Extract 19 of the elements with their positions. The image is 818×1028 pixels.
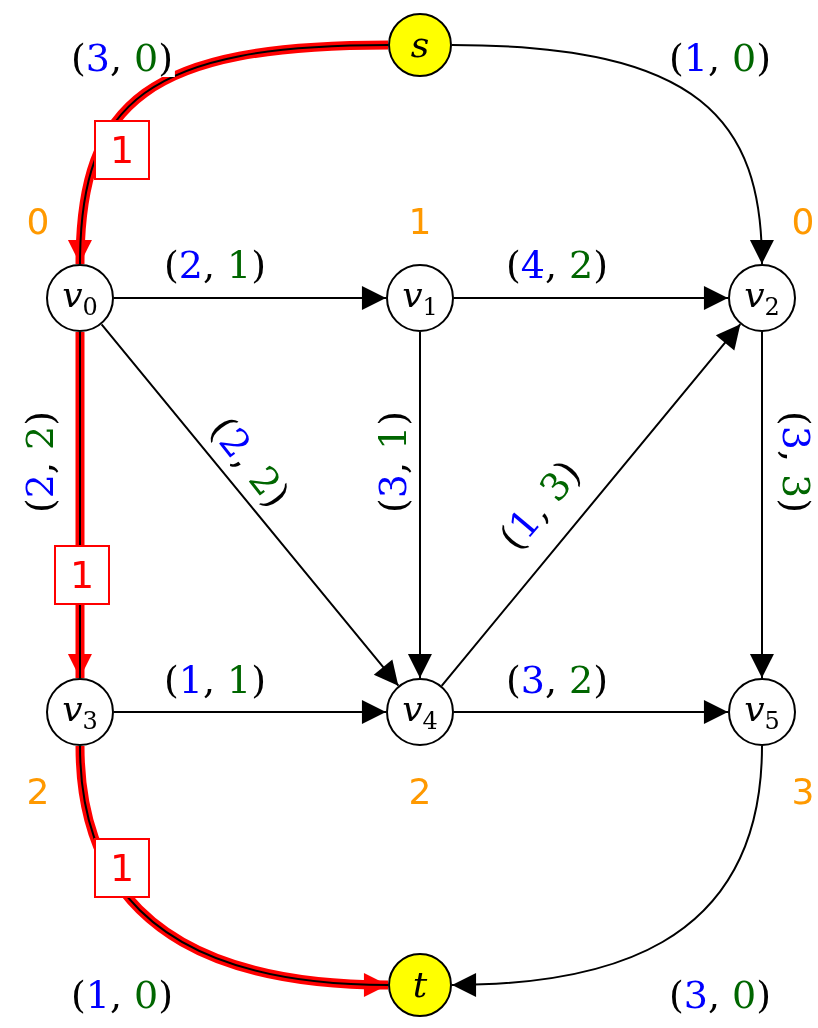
node-label: v$_{1}$ (402, 276, 438, 320)
node-label: t (412, 967, 428, 1003)
node-label: s (410, 27, 430, 63)
node-annotation: 2 (408, 774, 432, 810)
node-label: v$_{0}$ (62, 276, 98, 320)
node-annotation: 2 (26, 774, 50, 810)
node-label: v$_{2}$ (744, 276, 780, 320)
node-label: v$_{5}$ (744, 690, 780, 734)
node-label: v$_{3}$ (62, 690, 98, 734)
node-annotation: 1 (408, 204, 432, 240)
node-annotation: 0 (791, 204, 815, 240)
node-annotation: 3 (791, 774, 815, 810)
flow-label: 1 (54, 545, 110, 605)
flow-label: 1 (94, 838, 150, 898)
graph-node (388, 13, 452, 77)
node-annotation: 0 (26, 204, 50, 240)
graph-node (388, 953, 452, 1017)
flow-label: 1 (94, 120, 150, 180)
node-label: v$_{4}$ (402, 690, 438, 734)
